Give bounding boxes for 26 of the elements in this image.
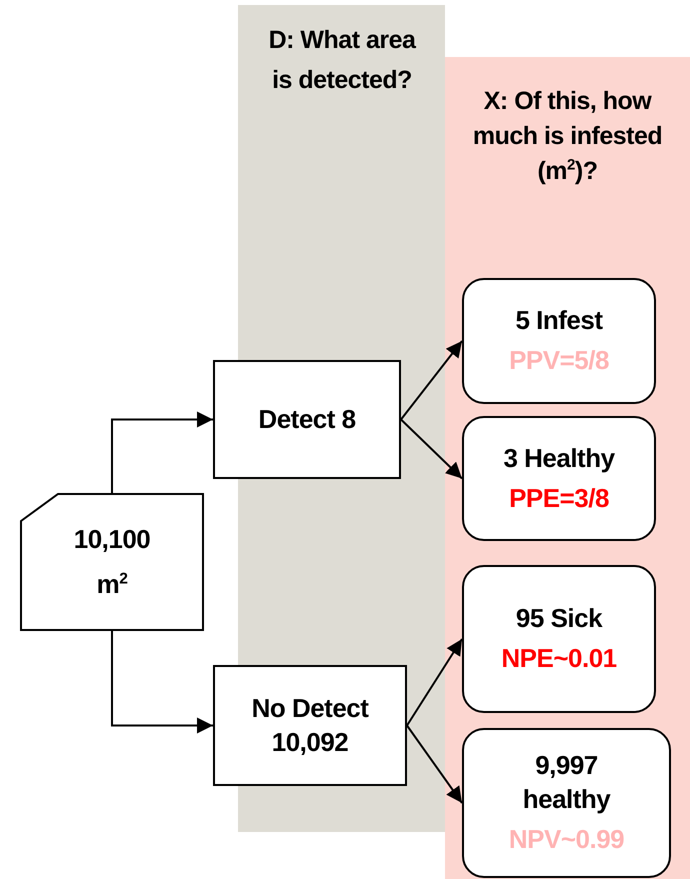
- ratio-label: PPV=5/8: [509, 344, 609, 377]
- column-heading: X: Of this, how much is infested (m$^{2}$)?: [472, 86, 664, 187]
- node-label: No Detect 10,092: [250, 692, 370, 758]
- column-heading: D: What area is detected?: [268, 25, 416, 96]
- node-label: 9,997 healthy: [522, 749, 612, 816]
- result-box: [462, 728, 671, 878]
- arrow: [111, 412, 213, 493]
- result-box: [462, 565, 656, 713]
- node-label: 3 Healthy: [503, 442, 615, 475]
- arrow: [406, 724, 463, 804]
- ratio-label: NPE~0.01: [501, 642, 617, 675]
- process-box: [213, 665, 407, 786]
- ratio-label: NPV~0.99: [508, 822, 624, 856]
- node-label: 10,100 m$^{2}$: [72, 522, 152, 601]
- result-box: [462, 278, 656, 404]
- result-box: [462, 416, 656, 541]
- arrow: [400, 340, 463, 420]
- process-box: [213, 360, 401, 479]
- ratio-label: PPE=3/8: [509, 482, 609, 514]
- arrow: [400, 418, 463, 480]
- arrow: [406, 638, 463, 726]
- node-label: Detect 8: [258, 402, 356, 436]
- area-card: [20, 493, 204, 631]
- node-label: 95 Sick: [516, 602, 602, 636]
- node-label: 5 Infest: [515, 304, 603, 338]
- arrow: [111, 631, 213, 734]
